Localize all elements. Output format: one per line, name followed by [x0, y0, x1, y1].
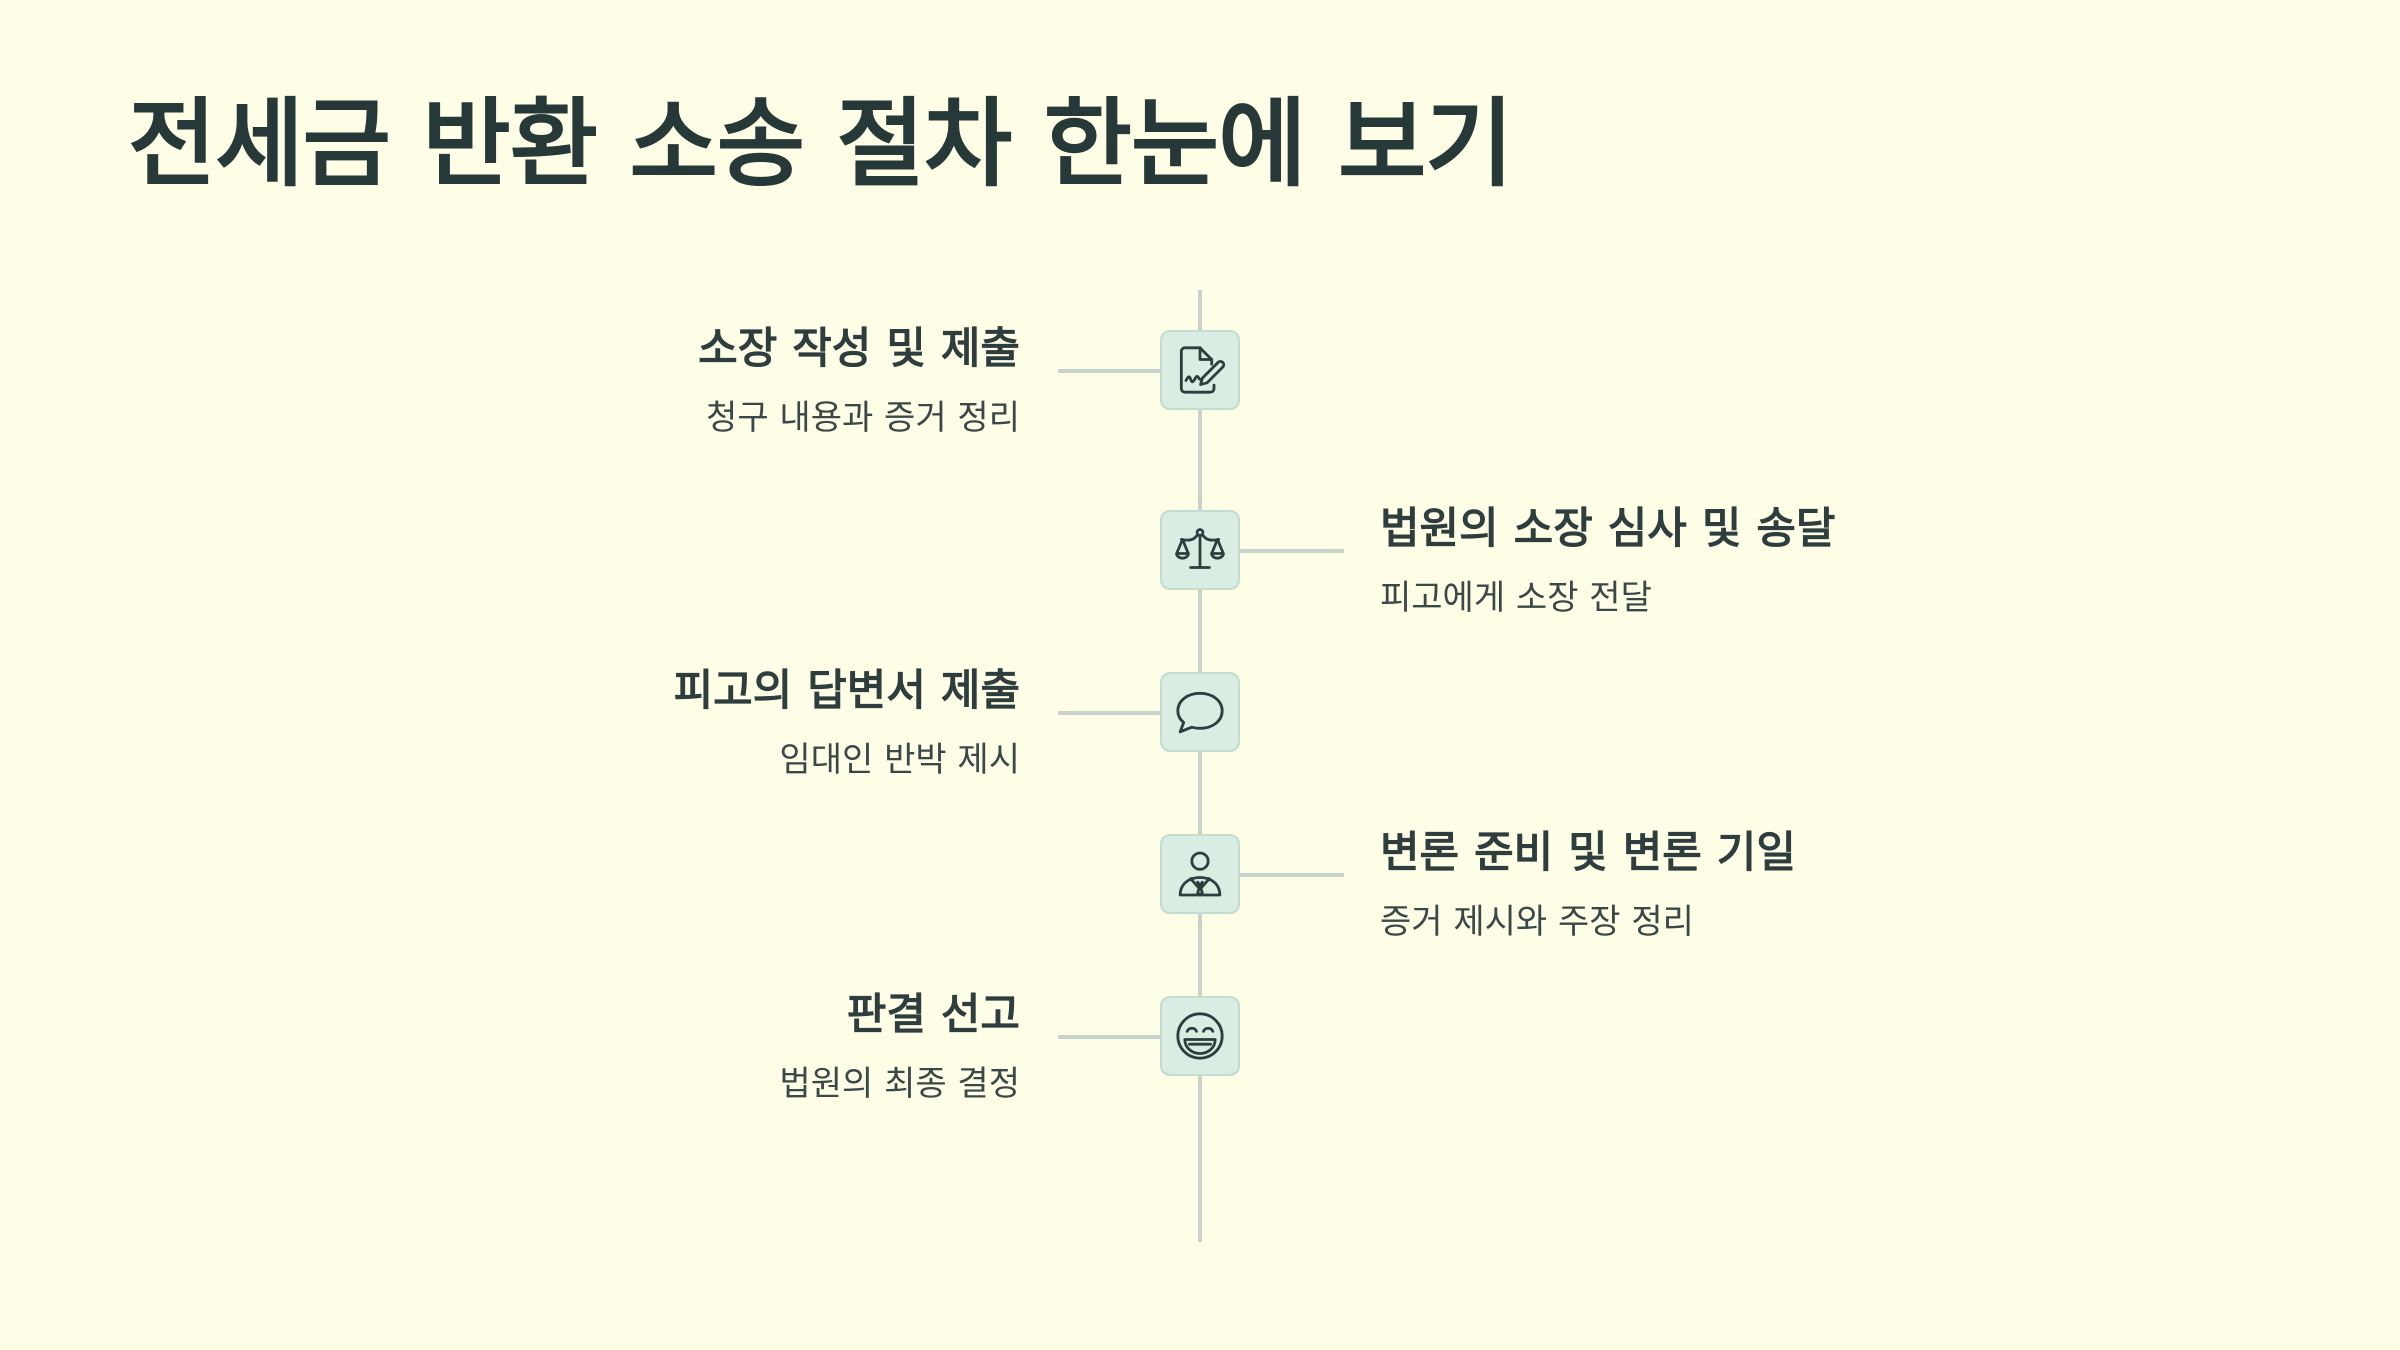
step-item: 판결 선고 법원의 최종 결정: [260, 990, 1020, 1104]
step-description: 법원의 최종 결정: [779, 1064, 1020, 1104]
step-item: 피고의 답변서 제출 임대인 반박 제시: [260, 666, 1020, 780]
step-icon-box: [1160, 672, 1240, 752]
step-title: 판결 선고: [846, 990, 1020, 1040]
connector-line: [1238, 549, 1344, 553]
page-title: 전세금 반환 소송 절차 한눈에 보기: [128, 88, 1514, 200]
timeline-line: [1198, 290, 1202, 1242]
connector-line: [1058, 1035, 1162, 1039]
connector-line: [1058, 711, 1162, 715]
step-icon-box: [1160, 330, 1240, 410]
step-item: 법원의 소장 심사 및 송달 피고에게 소장 전달: [1380, 504, 2140, 618]
lawyer-person-icon: [1178, 851, 1222, 897]
step-title: 법원의 소장 심사 및 송달: [1380, 504, 1836, 554]
step-title: 소장 작성 및 제출: [698, 324, 1020, 374]
step-title: 변론 준비 및 변론 기일: [1380, 828, 1796, 878]
document-sign-icon: [1179, 346, 1226, 394]
step-icon-box: [1160, 834, 1240, 914]
step-description: 피고에게 소장 전달: [1380, 578, 1652, 618]
step-description: 임대인 반박 제시: [779, 740, 1020, 780]
step-item: 소장 작성 및 제출 청구 내용과 증거 정리: [260, 324, 1020, 438]
step-title: 피고의 답변서 제출: [673, 666, 1020, 716]
connector-line: [1058, 369, 1162, 373]
step-icon-box: [1160, 510, 1240, 590]
step-description: 청구 내용과 증거 정리: [706, 398, 1020, 438]
step-description: 증거 제시와 주장 정리: [1380, 902, 1694, 942]
step-item: 변론 준비 및 변론 기일 증거 제시와 주장 정리: [1380, 828, 2140, 942]
connector-line: [1238, 873, 1344, 877]
step-icon-box: [1160, 996, 1240, 1076]
scales-icon: [1175, 528, 1225, 569]
speech-bubble-icon: [1176, 691, 1224, 734]
laughing-face-icon: [1176, 1012, 1224, 1060]
